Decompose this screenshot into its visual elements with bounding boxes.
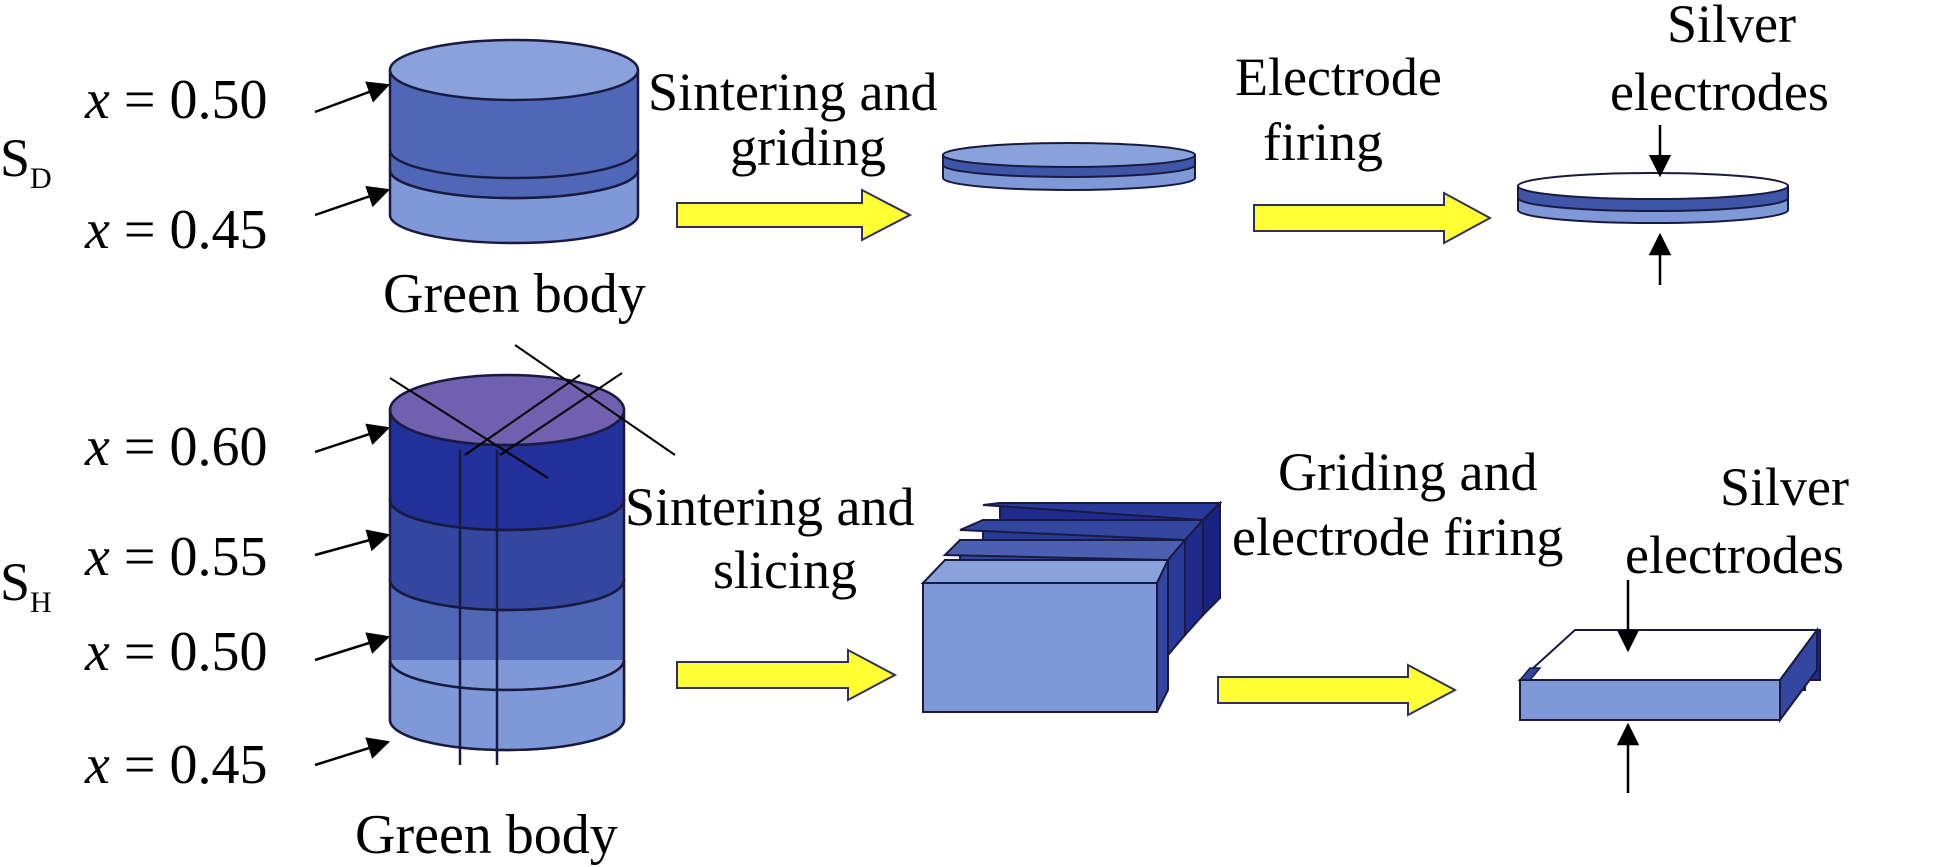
pointer-arrow-d-2	[314, 185, 391, 217]
slice-line-2	[514, 344, 676, 456]
result-label-h-line2: electrodes	[1625, 525, 1844, 585]
silver-electrode-h	[1517, 629, 1819, 681]
step2-label-h-line2: electrode firing	[1232, 507, 1563, 567]
step2-label-d-line1: Electrode	[1235, 47, 1442, 107]
layer-label-h-060: x = 0.60	[84, 416, 267, 478]
result-label-h-line1: Silver	[1720, 457, 1849, 517]
sliced-blocks-h	[920, 500, 1223, 713]
result-label-d-line1: Silver	[1667, 0, 1796, 54]
step1-label-d-line1: Sintering and	[648, 62, 937, 122]
process-arrow-d-2	[1253, 191, 1493, 245]
row-sd: SD x = 0.50 x = 0.45 Green body Sinterin…	[0, 0, 1829, 325]
green-body-cylinder-d	[388, 38, 640, 245]
step2-label-h-line1: Griding and	[1278, 442, 1537, 502]
layer-label-h-055: x = 0.55	[84, 526, 267, 588]
pointer-arrow-h-3	[314, 632, 391, 662]
green-body-label-h: Green body	[355, 804, 618, 866]
slice-line-1	[389, 377, 549, 479]
pointer-arrow-h-1	[314, 423, 391, 454]
process-arrow-d-1	[676, 188, 913, 242]
step2-label-d-line2: firing	[1263, 112, 1383, 172]
step1-label-d-line2: griding	[730, 117, 886, 177]
pointer-arrow-h-2	[314, 529, 391, 557]
row-label-sd: SD	[0, 128, 52, 195]
slice-line-3	[464, 374, 581, 456]
cylinder-top-d	[388, 38, 640, 102]
result-label-d-line2: electrodes	[1610, 62, 1829, 122]
sintered-disk-d	[942, 142, 1196, 191]
silver-electrode-d	[1517, 172, 1789, 200]
layer-label-h-045: x = 0.45	[84, 734, 267, 796]
row-label-sh: SH	[0, 552, 52, 619]
pointer-arrow-h-4	[314, 737, 391, 767]
cylinder-top-h	[388, 373, 626, 447]
layer-label-d-050: x = 0.50	[84, 69, 267, 131]
green-body-cylinder-h	[388, 344, 676, 765]
green-body-label-d: Green body	[383, 263, 646, 325]
electroded-disk-d	[1517, 172, 1789, 224]
electroded-slice-h	[1517, 626, 1821, 724]
layer-label-d-045: x = 0.45	[84, 199, 267, 261]
step1-label-h-line2: slicing	[713, 540, 857, 600]
row-sh: SH x = 0.60 x = 0.55 x = 0.50 x = 0.45	[0, 344, 1849, 866]
layer-label-h-050: x = 0.50	[84, 621, 267, 683]
pointer-arrow-d-1	[314, 81, 391, 114]
slice-line-4	[499, 372, 623, 456]
step1-label-h-line1: Sintering and	[625, 477, 914, 537]
process-arrow-h-1	[676, 648, 898, 702]
process-arrow-h-2	[1217, 663, 1458, 717]
